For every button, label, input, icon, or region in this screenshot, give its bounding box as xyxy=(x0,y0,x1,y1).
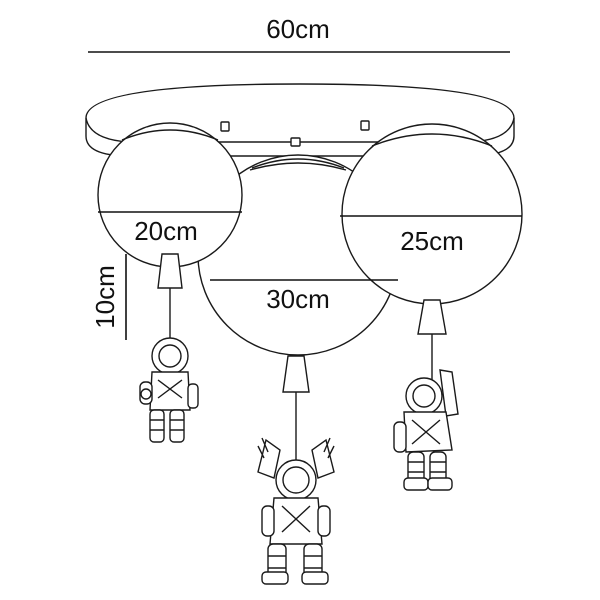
pendant-height-dimension-label: 10cm xyxy=(90,265,120,329)
globe-right-dimension-label: 25cm xyxy=(400,226,464,256)
screw-right-icon xyxy=(360,120,370,131)
globe-left-dimension-label: 20cm xyxy=(134,216,198,246)
pendant-left xyxy=(139,253,199,443)
pendant-center xyxy=(257,355,335,585)
astronaut-center-icon xyxy=(257,437,335,585)
globe-center-dimension-label: 30cm xyxy=(266,284,330,314)
pendant-right xyxy=(393,299,459,491)
width-dimension-label: 60cm xyxy=(266,14,330,44)
pendant-cap-left xyxy=(157,253,183,289)
screw-center-icon xyxy=(290,137,301,147)
astronaut-left-icon xyxy=(139,337,199,443)
pendant-cap-right xyxy=(417,299,447,335)
screw-left-icon xyxy=(220,121,230,132)
pendant-cap-center xyxy=(282,355,310,393)
globe-right xyxy=(341,123,523,305)
astronaut-right-icon xyxy=(393,369,459,491)
